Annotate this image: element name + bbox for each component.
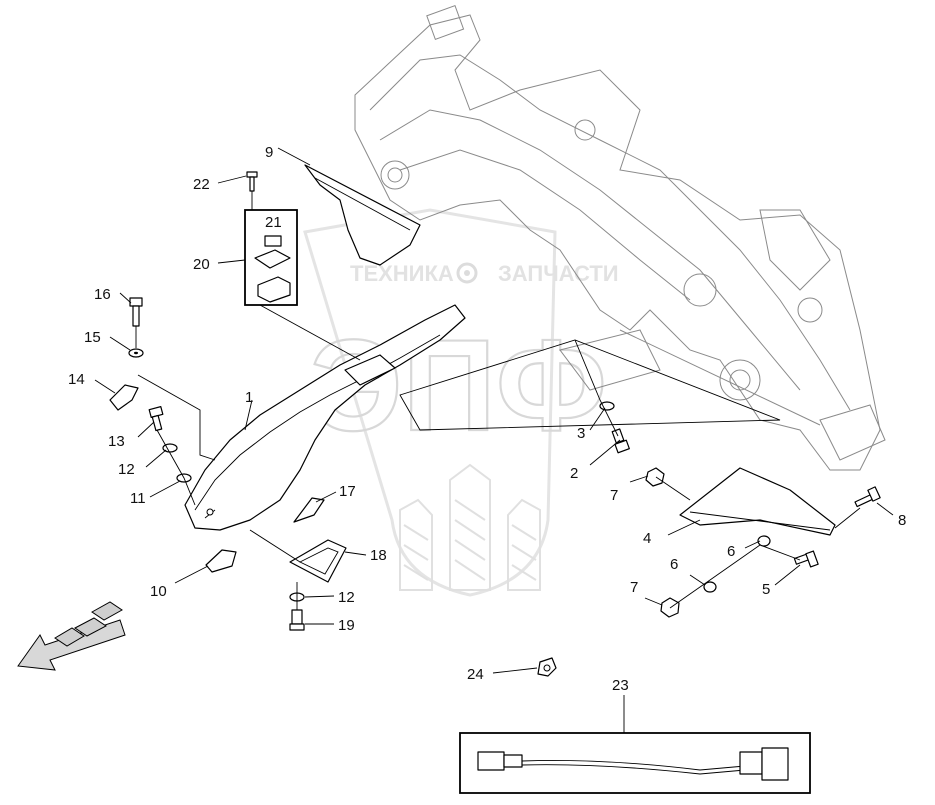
callout-21: 21 — [265, 214, 282, 231]
callout-7a: 7 — [610, 487, 618, 504]
bolt-part-13 — [148, 405, 164, 432]
plate-part-17 — [293, 497, 325, 523]
nut-part-7a — [645, 467, 665, 487]
bolt-part-16 — [129, 297, 143, 327]
callout-2: 2 — [570, 465, 578, 482]
callout-5: 5 — [762, 581, 770, 598]
plate-part-18 — [289, 539, 347, 583]
callout-3: 3 — [577, 425, 585, 442]
callout-20: 20 — [193, 256, 210, 273]
washer-part-6a — [757, 535, 771, 547]
bolt-part-19 — [289, 609, 305, 631]
callout-15: 15 — [84, 329, 101, 346]
callout-1: 1 — [245, 389, 253, 406]
callout-13: 13 — [108, 433, 125, 450]
bracket-part-10 — [205, 549, 237, 573]
watermark-text-right: ЗАПЧАСТИ — [498, 261, 619, 286]
callout-12a: 12 — [118, 461, 135, 478]
callout-6b: 6 — [670, 556, 678, 573]
mount-box-part-20 — [244, 209, 298, 306]
callout-16: 16 — [94, 286, 111, 303]
callout-22: 22 — [193, 176, 210, 193]
panel-part-4 — [679, 467, 836, 536]
callout-labels: 1 2 3 4 5 6 6 7 7 8 9 10 11 12 12 13 14 … — [68, 144, 906, 694]
callout-9: 9 — [265, 144, 273, 161]
cable-clip-icon — [537, 657, 557, 677]
wheat-ears-icon — [399, 463, 541, 591]
gear-icon — [456, 262, 478, 284]
callout-18: 18 — [370, 547, 387, 564]
shield-plane — [399, 339, 781, 431]
callout-4: 4 — [643, 530, 651, 547]
screw-part-22 — [246, 171, 258, 192]
callout-23: 23 — [612, 677, 629, 694]
bolt-part-2 — [611, 428, 630, 454]
callout-7b: 7 — [630, 579, 638, 596]
watermark: ЭПФ ТЕХНИКА ЗАПЧАСТИ — [303, 208, 619, 597]
bolt-part-5 — [793, 550, 819, 568]
watermark-text-left: ТЕХНИКА — [350, 261, 454, 286]
callout-11: 11 — [130, 490, 146, 507]
callout-14: 14 — [68, 371, 85, 388]
cable-harness-icon — [459, 732, 811, 794]
bracket-part-14 — [109, 384, 139, 411]
callout-6a: 6 — [727, 543, 735, 560]
leader-lines — [94, 147, 894, 733]
callout-10: 10 — [150, 583, 167, 600]
callout-8: 8 — [898, 512, 906, 529]
main-arm-part-1 — [184, 304, 466, 531]
callout-19: 19 — [338, 617, 355, 634]
callout-17: 17 — [339, 483, 356, 500]
panel-part-9 — [304, 164, 421, 266]
washer-part-15 — [128, 348, 144, 358]
callout-24: 24 — [467, 666, 484, 683]
forward-direction-arrow-icon — [17, 601, 126, 671]
bolt-part-8 — [854, 486, 881, 508]
machine-frame-ghost — [354, 4, 886, 471]
callout-12b: 12 — [338, 589, 355, 606]
washer-part-6b — [703, 581, 717, 593]
